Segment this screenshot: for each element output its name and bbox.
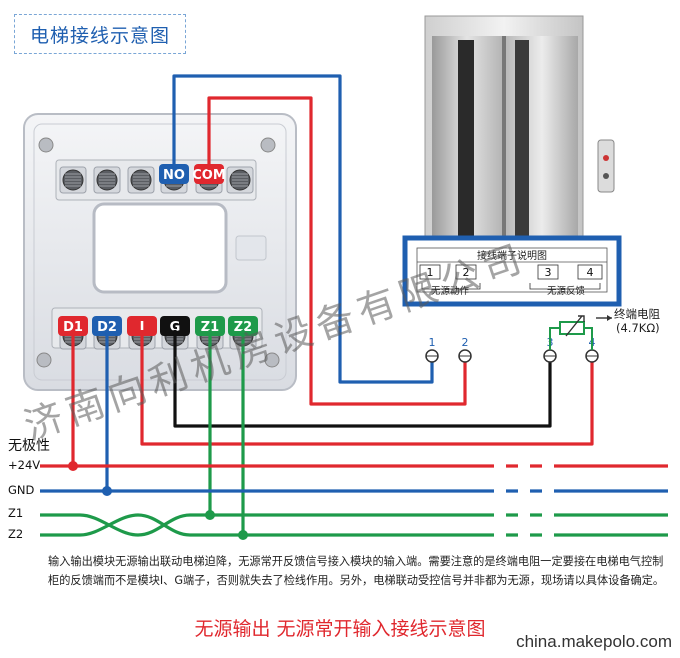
terminal-z2: Z2 — [228, 316, 258, 336]
terminal-no: NO — [159, 164, 189, 184]
terminal-i: I — [127, 316, 157, 336]
top-screw-3 — [127, 166, 155, 194]
terminal-g: G — [160, 316, 190, 336]
terminal-num-4: 4 — [587, 266, 594, 279]
terminal-d2: D2 — [92, 316, 122, 336]
endpoint-label-1: 1 — [429, 336, 436, 349]
bus-lines — [40, 464, 668, 537]
endpoint-3 — [543, 349, 557, 363]
top-screw-2 — [93, 166, 121, 194]
end-resistor — [549, 315, 593, 350]
wires — [71, 74, 594, 535]
wire-com-red — [207, 96, 467, 406]
endpoint-label-2: 2 — [462, 336, 469, 349]
bus-label-gnd: GND — [8, 483, 35, 497]
endpoint-1 — [425, 349, 439, 363]
terminal-group-2: 无源反馈 — [547, 285, 586, 297]
page-title: 电梯接线示意图 — [29, 24, 170, 47]
wire-g-black — [173, 330, 552, 428]
bus-z1 — [40, 513, 668, 537]
terminal-block-panel: 接线端子说明图 1 2 3 4 无源动作 无源反馈 — [402, 235, 622, 307]
website-watermark: china.makepolo.com — [516, 632, 672, 651]
wire-i-red — [140, 330, 594, 446]
bus-heading: 无极性 — [8, 438, 50, 454]
bus-label-z1: Z1 — [8, 506, 24, 520]
top-screw-1 — [59, 166, 87, 194]
terminal-d2-label: D2 — [97, 320, 117, 335]
bus-label-24v: +24V — [8, 458, 41, 472]
endpoint-4 — [585, 349, 599, 363]
terminal-com-label: COM — [192, 168, 226, 183]
wire-no-blue — [172, 74, 434, 384]
terminal-d1-label: D1 — [63, 320, 83, 335]
terminal-d1: D1 — [58, 316, 88, 336]
bus-label-z2: Z2 — [8, 527, 24, 541]
junction-dots — [68, 461, 248, 540]
terminal-no-label: NO — [163, 168, 185, 183]
top-screw-6 — [226, 166, 254, 194]
resistor-value: (4.7KΩ) — [616, 321, 660, 335]
terminal-num-1: 1 — [427, 266, 434, 279]
bottom-terminal-screws: D1 D2 I G Z1 Z2 — [58, 316, 258, 350]
terminal-com: COM — [192, 164, 226, 184]
caption: 无源输出 无源常开输入接线示意图 — [194, 618, 486, 640]
description-text: 输入输出模块无源输出联动电梯迫降，无源常开反馈信号接入模块的输入端。需要注意的是… — [48, 555, 665, 587]
terminal-z1: Z1 — [195, 316, 225, 336]
elevator-illustration — [424, 15, 615, 257]
terminal-num-2: 2 — [463, 266, 470, 279]
terminal-g-label: G — [170, 320, 181, 335]
bus-z2 — [40, 513, 668, 537]
resistor-label: 终端电阻 — [614, 307, 660, 321]
terminal-num-3: 3 — [545, 266, 552, 279]
top-terminal-screws: NO COM — [59, 164, 254, 194]
terminal-group-1: 无源动作 — [431, 285, 470, 297]
terminal-i-label: I — [140, 320, 145, 335]
terminal-z2-label: Z2 — [234, 320, 252, 335]
terminal-endpoints: 1 2 3 4 — [425, 336, 599, 363]
terminal-z1-label: Z1 — [201, 320, 219, 335]
terminal-block-title: 接线端子说明图 — [477, 249, 547, 262]
title-box: 电梯接线示意图 — [14, 14, 186, 54]
endpoint-2 — [458, 349, 472, 363]
